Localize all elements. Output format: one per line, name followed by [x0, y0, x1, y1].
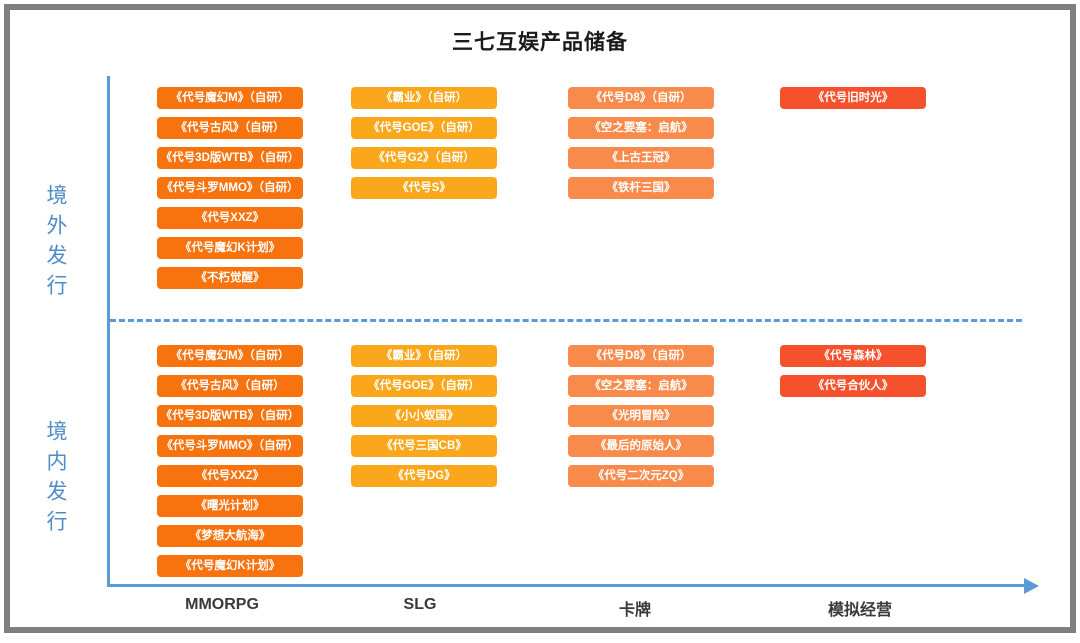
- x-axis-line: [107, 584, 1026, 587]
- product-chip: 《代号森林》: [780, 345, 926, 367]
- product-chip: 《代号魔幻K计划》: [157, 555, 303, 577]
- section-label-overseas: 境外发行: [44, 184, 67, 304]
- page-title: 三七互娱产品储备: [452, 31, 628, 54]
- product-chip: 《最后的原始人》: [568, 435, 714, 457]
- product-chip: 《代号S》: [351, 177, 497, 199]
- column-mmorpg-domestic: 《代号魔幻M》（自研） 《代号古风》（自研） 《代号3D版WTB》（自研） 《代号斗罗…: [157, 345, 303, 577]
- product-chip: 《代号古风》（自研）: [157, 375, 303, 397]
- product-chip: 《代号D8》（自研）: [568, 87, 714, 109]
- product-chip: 《代号古风》（自研）: [157, 117, 303, 139]
- product-chip: 《代号斗罗MMO》（自研）: [157, 435, 303, 457]
- column-slg-domestic: 《霸业》（自研） 《代号GOE》（自研） 《小小蚁国》《代号三国CB》《代号DG》: [351, 345, 497, 487]
- product-chip: 《不朽觉醒》: [157, 267, 303, 289]
- product-chip: 《曙光计划》: [157, 495, 303, 517]
- product-chip: 《霸业》（自研）: [351, 87, 497, 109]
- product-chip: 《代号3D版WTB》（自研）: [157, 147, 303, 169]
- category-label-card: 卡牌: [618, 602, 652, 619]
- product-chip: 《空之要塞：启航》: [568, 375, 714, 397]
- section-divider-dashed-line: [110, 319, 1022, 322]
- product-chip: 《代号G2》（自研）: [351, 147, 497, 169]
- y-axis-line: [107, 76, 110, 587]
- column-sim-overseas: 《代号旧时光》: [780, 87, 926, 109]
- x-axis-arrowhead-icon: [1024, 578, 1039, 594]
- product-chip: 《代号斗罗MMO》（自研）: [157, 177, 303, 199]
- column-card-overseas: 《代号D8》（自研） 《空之要塞：启航》《上古王冠》《铁杆三国》: [568, 87, 714, 199]
- product-chip: 《代号魔幻M》（自研）: [157, 87, 303, 109]
- product-chip: 《代号三国CB》: [351, 435, 497, 457]
- product-chip: 《上古王冠》: [568, 147, 714, 169]
- column-slg-overseas: 《霸业》（自研） 《代号GOE》（自研） 《代号G2》（自研） 《代号S》: [351, 87, 497, 199]
- product-chip: 《光明冒险》: [568, 405, 714, 427]
- column-mmorpg-overseas: 《代号魔幻M》（自研） 《代号古风》（自研） 《代号3D版WTB》（自研） 《代号斗罗…: [157, 87, 303, 289]
- product-chip: 《小小蚁国》: [351, 405, 497, 427]
- product-chip: 《代号XXZ》: [157, 207, 303, 229]
- product-chip: 《代号D8》（自研）: [568, 345, 714, 367]
- product-chip: 《空之要塞：启航》: [568, 117, 714, 139]
- product-chip: 《代号GOE》（自研）: [351, 117, 497, 139]
- product-chip: 《代号GOE》（自研）: [351, 375, 497, 397]
- product-chip: 《梦想大航海》: [157, 525, 303, 547]
- product-chip: 《代号3D版WTB》（自研）: [157, 405, 303, 427]
- product-chip: 《代号DG》: [351, 465, 497, 487]
- product-chip: 《代号合伙人》: [780, 375, 926, 397]
- column-card-domestic: 《代号D8》（自研） 《空之要塞：启航》《光明冒险》《最后的原始人》《代号二次元Z…: [568, 345, 714, 487]
- column-sim-domestic: 《代号森林》《代号合伙人》: [780, 345, 926, 397]
- product-chip: 《代号XXZ》: [157, 465, 303, 487]
- section-label-domestic: 境内发行: [44, 420, 67, 540]
- product-chip: 《代号魔幻M》（自研）: [157, 345, 303, 367]
- category-label-sim: 模拟经营: [827, 602, 893, 619]
- product-chip: 《代号二次元ZQ》: [568, 465, 714, 487]
- category-label-mmorpg: MMORPG: [185, 596, 259, 613]
- category-label-slg: SLG: [403, 596, 437, 613]
- product-chip: 《铁杆三国》: [568, 177, 714, 199]
- product-chip: 《代号魔幻K计划》: [157, 237, 303, 259]
- product-chip: 《霸业》（自研）: [351, 345, 497, 367]
- product-chip: 《代号旧时光》: [780, 87, 926, 109]
